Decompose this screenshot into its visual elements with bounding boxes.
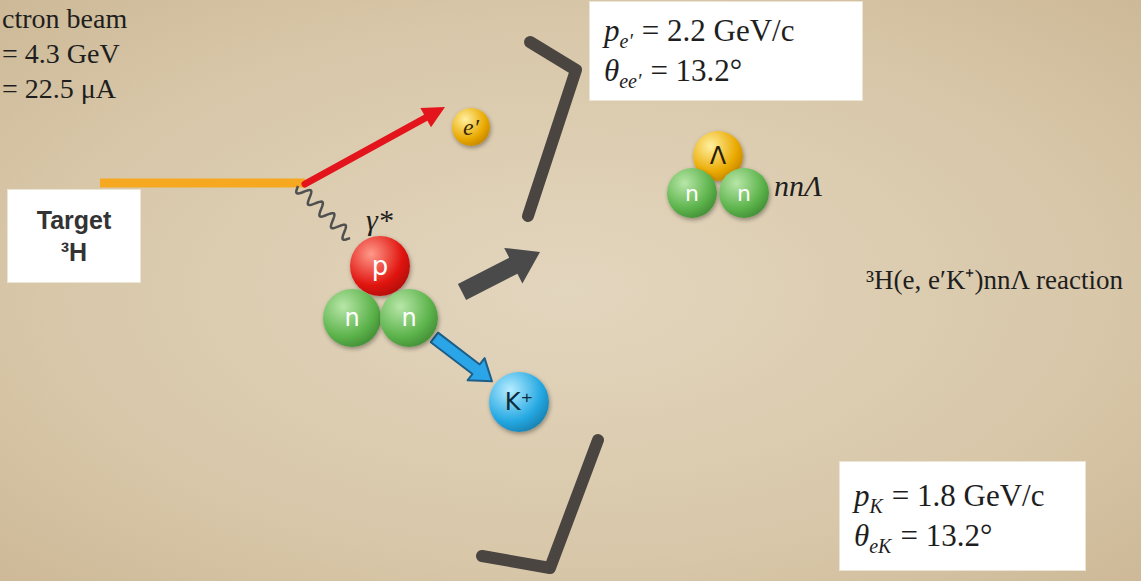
target-box: Target³H <box>8 190 140 282</box>
kinematics-value: p <box>854 476 870 516</box>
kaon-arrow <box>431 333 492 382</box>
kinematics-value: = 13.2° <box>900 516 992 556</box>
electron-ball: e′ <box>452 108 490 146</box>
scattered-electron-arrow <box>305 117 427 184</box>
electron-beam <box>100 179 305 188</box>
kinematics-value: p <box>604 11 620 51</box>
kinematics-value: = 2.2 GeV/c <box>642 11 795 51</box>
particle-symbol: n <box>685 181 699 206</box>
electron-spectrometer-bracket <box>528 42 576 216</box>
photon-label: γ* <box>366 202 393 238</box>
particle-symbol: n <box>737 181 751 206</box>
arrow-head <box>420 107 445 127</box>
beam-current: = 22.5 μA <box>2 72 116 106</box>
product-label: nnΛ <box>774 168 822 204</box>
kaon-spectrometer-bracket <box>482 440 598 568</box>
neutron-ball: n <box>719 168 769 218</box>
beam-label: ctron beam <box>2 2 127 36</box>
particle-symbol: n <box>344 304 359 332</box>
kinematics-box: pe′ = 2.2 GeV/c θee′ = 13.2° <box>590 2 862 100</box>
kaon-ball: K⁺ <box>489 372 549 432</box>
particle-symbol: e′ <box>463 114 479 141</box>
kinematics-value: θ <box>604 51 619 91</box>
photon-wave <box>296 186 350 240</box>
kinematics-value: ee′ <box>619 68 641 94</box>
kinematics-value: = 13.2° <box>650 51 742 91</box>
kinematics-value: θ <box>854 516 869 556</box>
box-text: ³H <box>61 236 87 269</box>
particle-symbol: n <box>401 304 416 332</box>
particle-symbol: K⁺ <box>505 388 533 416</box>
particle-symbol: p <box>372 251 389 281</box>
kinematics-value: e′ <box>620 28 633 54</box>
reaction-label: ³H(e, e′K⁺)nnΛ reaction <box>866 264 1123 296</box>
proton-ball: p <box>350 236 410 296</box>
beam-energy: = 4.3 GeV <box>2 37 120 71</box>
reaction-arrow <box>458 248 540 300</box>
kinematics-value: K <box>870 493 883 519</box>
neutron-ball: n <box>323 289 381 347</box>
kinematics-value: eK <box>869 533 891 559</box>
kinematics-box: pK = 1.8 GeV/c θeK = 13.2° <box>840 462 1085 570</box>
neutron-ball: n <box>667 168 717 218</box>
neutron-ball: n <box>380 289 438 347</box>
kinematics-value: = 1.8 GeV/c <box>892 476 1045 516</box>
particle-symbol: Λ <box>710 142 726 170</box>
box-text: Target <box>37 204 112 237</box>
